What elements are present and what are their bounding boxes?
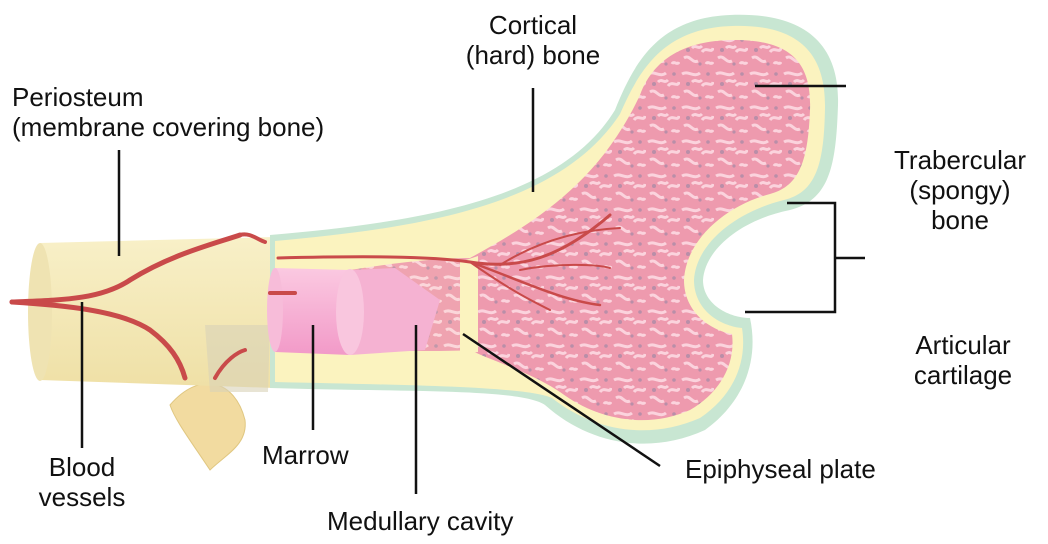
spongy-bone-region <box>470 40 810 420</box>
label-cortical-line1: Cortical <box>446 10 620 40</box>
label-marrow-text: Marrow <box>262 440 349 470</box>
label-trabecular-bone: Trabercular (spongy) bone <box>880 145 1040 235</box>
label-blood-line2: vessels <box>22 482 142 512</box>
label-medullary-text: Medullary cavity <box>327 506 513 536</box>
label-marrow: Marrow <box>262 440 349 470</box>
label-medullary-cavity: Medullary cavity <box>327 506 513 536</box>
label-epiphyseal-plate: Epiphyseal plate <box>685 454 876 484</box>
label-trabecular-line1: Trabercular <box>880 145 1040 175</box>
label-trabecular-line2: (spongy) <box>880 175 1040 205</box>
faint-ghost-text <box>860 56 866 79</box>
label-blood-vessels: Blood vessels <box>22 452 142 512</box>
periosteum-end <box>28 243 52 381</box>
label-blood-line1: Blood <box>22 452 142 482</box>
label-periosteum-line2: (membrane covering bone) <box>12 112 324 142</box>
label-periosteum-line1: Periosteum <box>12 82 324 112</box>
label-articular-line1: Articular <box>893 330 1033 360</box>
shaft-cut-face <box>205 325 270 392</box>
label-trabecular-line3: bone <box>880 205 1040 235</box>
label-articular-line2: cartilage <box>893 360 1033 390</box>
leader-articular-bracket <box>745 203 865 312</box>
label-articular-cartilage: Articular cartilage <box>893 330 1033 390</box>
label-cortical-bone: Cortical (hard) bone <box>446 10 620 70</box>
bone-flap <box>170 384 245 470</box>
label-epiphyseal-text: Epiphyseal plate <box>685 454 876 484</box>
label-cortical-line2: (hard) bone <box>446 40 620 70</box>
label-periosteum: Periosteum (membrane covering bone) <box>12 82 324 142</box>
